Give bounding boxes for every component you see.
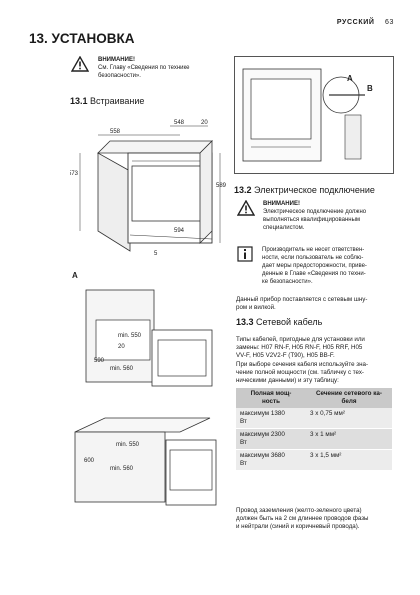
cable-line-2: замены: H07 RN-F, H05 RN-F, H05 RRF, H05: [236, 344, 363, 352]
subsection-number: 13.2: [234, 185, 252, 195]
section-title: 13. УСТАНОВКА: [29, 31, 135, 46]
dim-min560: min. 560: [110, 366, 134, 372]
cable-paragraph: Типы кабелей, пригодные для установки ил…: [236, 336, 368, 385]
info-block: Производитель не несет ответствен- ности…: [237, 246, 367, 286]
dim-548: 548: [174, 120, 185, 126]
subsection-label: Сетевой кабель: [256, 317, 323, 327]
cable-line-3: VV-F, H05 V2V2-F (T90), H05 BB-F.: [236, 352, 335, 360]
subsection-heading-13-2: 13.2 Электрическое подключение: [234, 185, 375, 195]
header-power: Полная мощ- ность: [236, 388, 306, 408]
subsection-number: 13.1: [70, 96, 88, 106]
info-text-5: ке безопасности».: [262, 279, 313, 285]
dim-5: 5: [154, 251, 158, 257]
info-text-1: Производитель не несет ответствен-: [262, 247, 365, 253]
screw-fixing-figure: A B: [234, 56, 394, 174]
ground-paragraph: Провод заземления (желто-зеленого цвета)…: [236, 507, 369, 532]
info-text-3: дает меры предосторожности, приве-: [262, 263, 367, 269]
info-icon: [237, 246, 253, 262]
page-header: РУССКИЙ 63: [337, 19, 394, 26]
cell-section: 3 x 1,5 мм²: [306, 449, 392, 471]
cell-section: 3 x 0,75 мм²: [306, 408, 392, 429]
page-number: 63: [385, 19, 394, 26]
ground-line-3: и нейтрали (синий и коричневый провода).: [236, 523, 360, 531]
info-text-2: ности, если пользователь не соблю-: [262, 255, 364, 261]
cabinet-installation-figure-2: min. 550 600 min. 560: [74, 417, 217, 506]
dim-20: 20: [201, 120, 208, 126]
warning-block: ВНИМАНИЕ! См. Главу «Сведения по технике…: [71, 56, 190, 80]
subsection-label: Электрическое подключение: [254, 185, 375, 195]
figure-mark: A: [72, 271, 78, 280]
warning-title: ВНИМАНИЕ!: [263, 201, 300, 207]
cable-line-1: Типы кабелей, пригодные для установки ил…: [236, 336, 365, 343]
cable-section-table: Полная мощ- ность Сечение сетевого ка- б…: [236, 388, 392, 471]
table-row: максимум 1380 Вт 3 x 0,75 мм²: [236, 408, 392, 429]
cell-power: максимум 1380 Вт: [236, 408, 306, 429]
info-text-4: денные в Главе «Сведения по техни-: [262, 271, 366, 277]
dim-20: 20: [118, 344, 125, 350]
oven-dimensions-figure: 558 548 20 573 589 594 5: [70, 120, 227, 257]
cabinet-installation-figure-1: A min. 550 20 590 min. 560: [72, 271, 213, 387]
dim-558: 558: [110, 129, 121, 135]
label-a: A: [347, 74, 353, 83]
warning-triangle-icon: [71, 56, 89, 72]
table-header-row: Полная мощ- ность Сечение сетевого ка- б…: [236, 388, 392, 408]
warning-block-2: ВНИМАНИЕ! Электрическое подключение долж…: [237, 200, 366, 232]
warning-text-2: выполняться квалифицированным: [263, 217, 361, 223]
supply-line-2: ром и вилкой.: [236, 304, 276, 312]
dim-min560: min. 560: [110, 466, 134, 472]
dim-min550: min. 550: [116, 442, 140, 448]
screw-fixing-drawing: A B: [242, 68, 373, 162]
label-b: B: [367, 84, 373, 93]
ground-line-1: Провод заземления (желто-зеленого цвета): [236, 507, 362, 514]
table-row: максимум 2300 Вт 3 x 1 мм²: [236, 428, 392, 450]
dim-573: 573: [70, 171, 79, 177]
cell-power: максимум 3680 Вт: [236, 449, 306, 471]
warning-triangle-icon: [237, 200, 255, 216]
cell-power: максимум 2300 Вт: [236, 428, 306, 450]
subsection-number: 13.3: [236, 317, 254, 327]
table-row: максимум 3680 Вт 3 x 1,5 мм²: [236, 449, 392, 471]
warning-text-2: безопасности».: [98, 73, 141, 79]
subsection-heading-13-3: 13.3 Сетевой кабель: [236, 317, 322, 327]
warning-title: ВНИМАНИЕ!: [98, 57, 135, 63]
cell-section: 3 x 1 мм²: [306, 428, 392, 450]
supply-line-1: Данный прибор поставляется с сетевым шну…: [236, 296, 368, 303]
ground-line-2: должен быть на 2 см длиннее проводов фаз…: [236, 515, 369, 523]
supply-paragraph: Данный прибор поставляется с сетевым шну…: [236, 296, 367, 312]
header-section: Сечение сетевого ка- беля: [306, 388, 392, 408]
subsection-label: Встраивание: [90, 96, 145, 106]
language-label: РУССКИЙ: [336, 19, 375, 26]
warning-text-1: Электрическое подключение должно: [263, 209, 367, 215]
cable-line-6: ническими данными) и эту таблицу:: [236, 377, 339, 385]
dim-600: 600: [84, 458, 95, 464]
subsection-heading-13-1: 13.1 Встраивание: [70, 96, 144, 106]
cable-line-5: чение полной мощности (см. табличку с те…: [236, 368, 364, 376]
warning-text-3: специалистом.: [263, 225, 305, 231]
dim-590: 590: [94, 358, 105, 364]
dim-589: 589: [216, 183, 227, 189]
warning-text-1: См. Главу «Сведения по технике: [98, 65, 190, 71]
dim-min550: min. 550: [118, 333, 142, 339]
dim-594: 594: [174, 228, 185, 234]
cable-line-4: При выборе сечения кабеля используйте зн…: [236, 360, 369, 368]
